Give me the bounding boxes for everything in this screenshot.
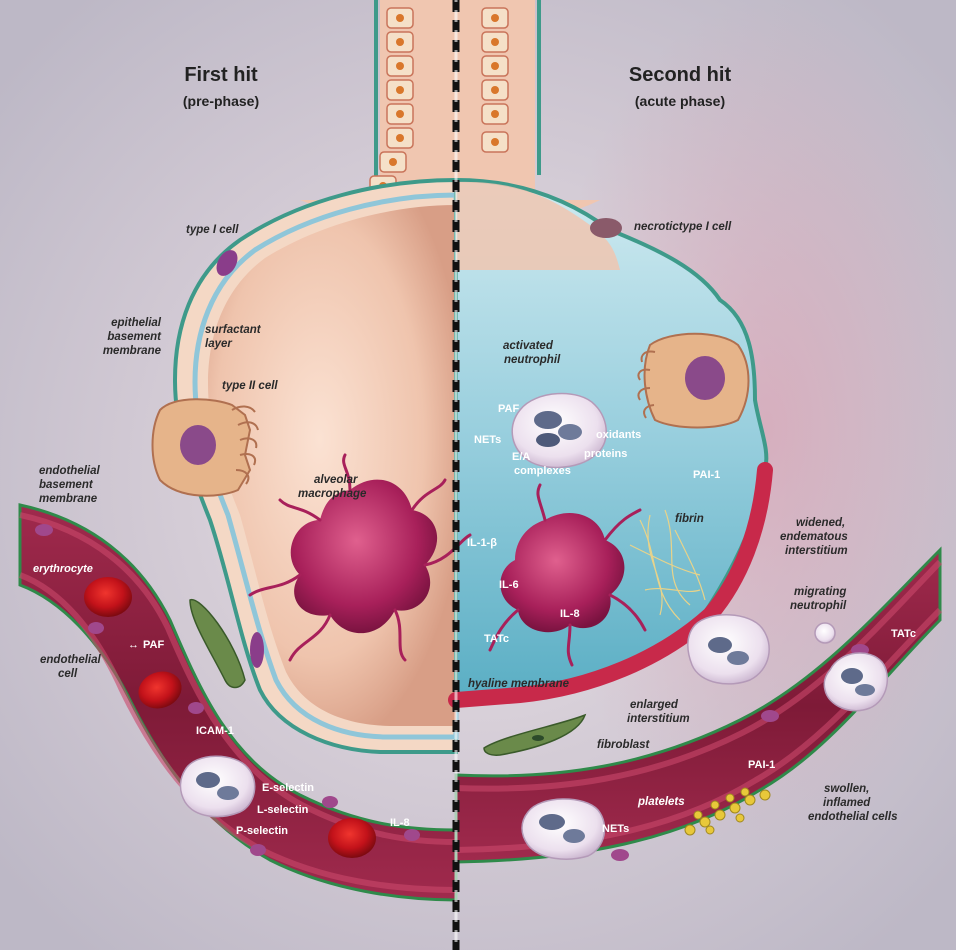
type-ii-cell-right bbox=[638, 334, 748, 428]
label-migrating-2: neutrophil bbox=[790, 600, 847, 612]
label-pai1-bottom: PAI-1 bbox=[748, 759, 775, 771]
left-subtitle: (pre-phase) bbox=[183, 93, 259, 109]
label-activated-2: neutrophil bbox=[504, 354, 561, 366]
label-activated-1: activated bbox=[503, 340, 554, 352]
right-subtitle: (acute phase) bbox=[635, 93, 725, 109]
label-endothelial-cell-2: cell bbox=[58, 668, 78, 680]
neutrophil-left-vessel bbox=[180, 756, 254, 816]
label-paf-left-text: PAF bbox=[143, 639, 164, 651]
label-endothelial-bm-1: endothelial bbox=[39, 465, 101, 477]
label-migrating-1: migrating bbox=[794, 586, 846, 598]
label-widened-1: widened, bbox=[796, 517, 845, 529]
label-p-selectin: P-selectin bbox=[236, 825, 288, 837]
label-il1b: IL-1-β bbox=[467, 537, 497, 549]
label-swollen-1: swollen, bbox=[824, 783, 869, 795]
label-alveolar-1: alveolar bbox=[314, 474, 358, 486]
label-epithelial-3: membrane bbox=[103, 345, 162, 357]
label-alveolar-2: macrophage bbox=[298, 488, 367, 500]
label-e-selectin: E-selectin bbox=[262, 782, 314, 794]
label-paf-left: ↔ bbox=[128, 639, 139, 651]
label-il6: IL-6 bbox=[499, 579, 519, 591]
right-title: Second hit bbox=[629, 64, 732, 86]
label-ea-1: E/A bbox=[512, 451, 530, 463]
label-swollen-3: endothelial cells bbox=[808, 811, 897, 823]
label-endothelial-bm-2: basement bbox=[39, 479, 94, 491]
type-i-cell-nucleus-lower bbox=[250, 632, 264, 668]
label-type-ii-cell: type II cell bbox=[222, 380, 278, 392]
label-enlarged-2: interstitium bbox=[627, 713, 690, 725]
necrotic-cell-nucleus bbox=[590, 218, 622, 238]
label-enlarged-1: enlarged bbox=[630, 699, 679, 711]
label-widened-3: interstitium bbox=[785, 545, 848, 557]
label-type-i-cell: type I cell bbox=[186, 224, 239, 236]
label-l-selectin: L-selectin bbox=[257, 804, 309, 816]
label-nets-bottom: NETs bbox=[602, 823, 629, 835]
label-surfactant-1: surfactant bbox=[205, 324, 262, 336]
label-fibroblast: fibroblast bbox=[597, 739, 651, 751]
type-ii-cell bbox=[153, 399, 259, 495]
left-title: First hit bbox=[184, 64, 258, 86]
label-surfactant-2: layer bbox=[205, 338, 232, 350]
label-paf-right: PAF bbox=[498, 403, 519, 415]
label-hyaline: hyaline membrane bbox=[468, 678, 570, 690]
label-ea-2: complexes bbox=[514, 465, 571, 477]
label-endothelial-cell-1: endothelial bbox=[40, 654, 102, 666]
label-nets: NETs bbox=[474, 434, 501, 446]
label-epithelial-1: epithelial bbox=[111, 317, 162, 329]
neutrophil-right-vessel bbox=[522, 799, 605, 859]
label-epithelial-2: basement bbox=[107, 331, 162, 343]
label-proteins: proteins bbox=[584, 448, 627, 460]
label-fibrin: fibrin bbox=[675, 513, 704, 525]
neutrophil-interstitium bbox=[688, 615, 769, 684]
label-icam: ICAM-1 bbox=[196, 725, 234, 737]
label-widened-2: endematous bbox=[780, 531, 848, 543]
label-endothelial-bm-3: membrane bbox=[39, 493, 98, 505]
label-swollen-2: inflamed bbox=[823, 797, 871, 809]
label-tatc-right: TATc bbox=[891, 628, 916, 640]
label-il8-right: IL-8 bbox=[560, 608, 580, 620]
label-oxidants: oxidants bbox=[596, 429, 641, 441]
label-platelets: platelets bbox=[637, 796, 685, 808]
label-necrotic-cell: necrotictype I cell bbox=[634, 221, 732, 233]
label-tatc-left: TATc bbox=[484, 633, 509, 645]
label-pai1-top: PAI-1 bbox=[693, 469, 720, 481]
label-erythrocyte: erythrocyte bbox=[33, 563, 93, 575]
label-il8-left: IL-8 bbox=[390, 817, 410, 829]
